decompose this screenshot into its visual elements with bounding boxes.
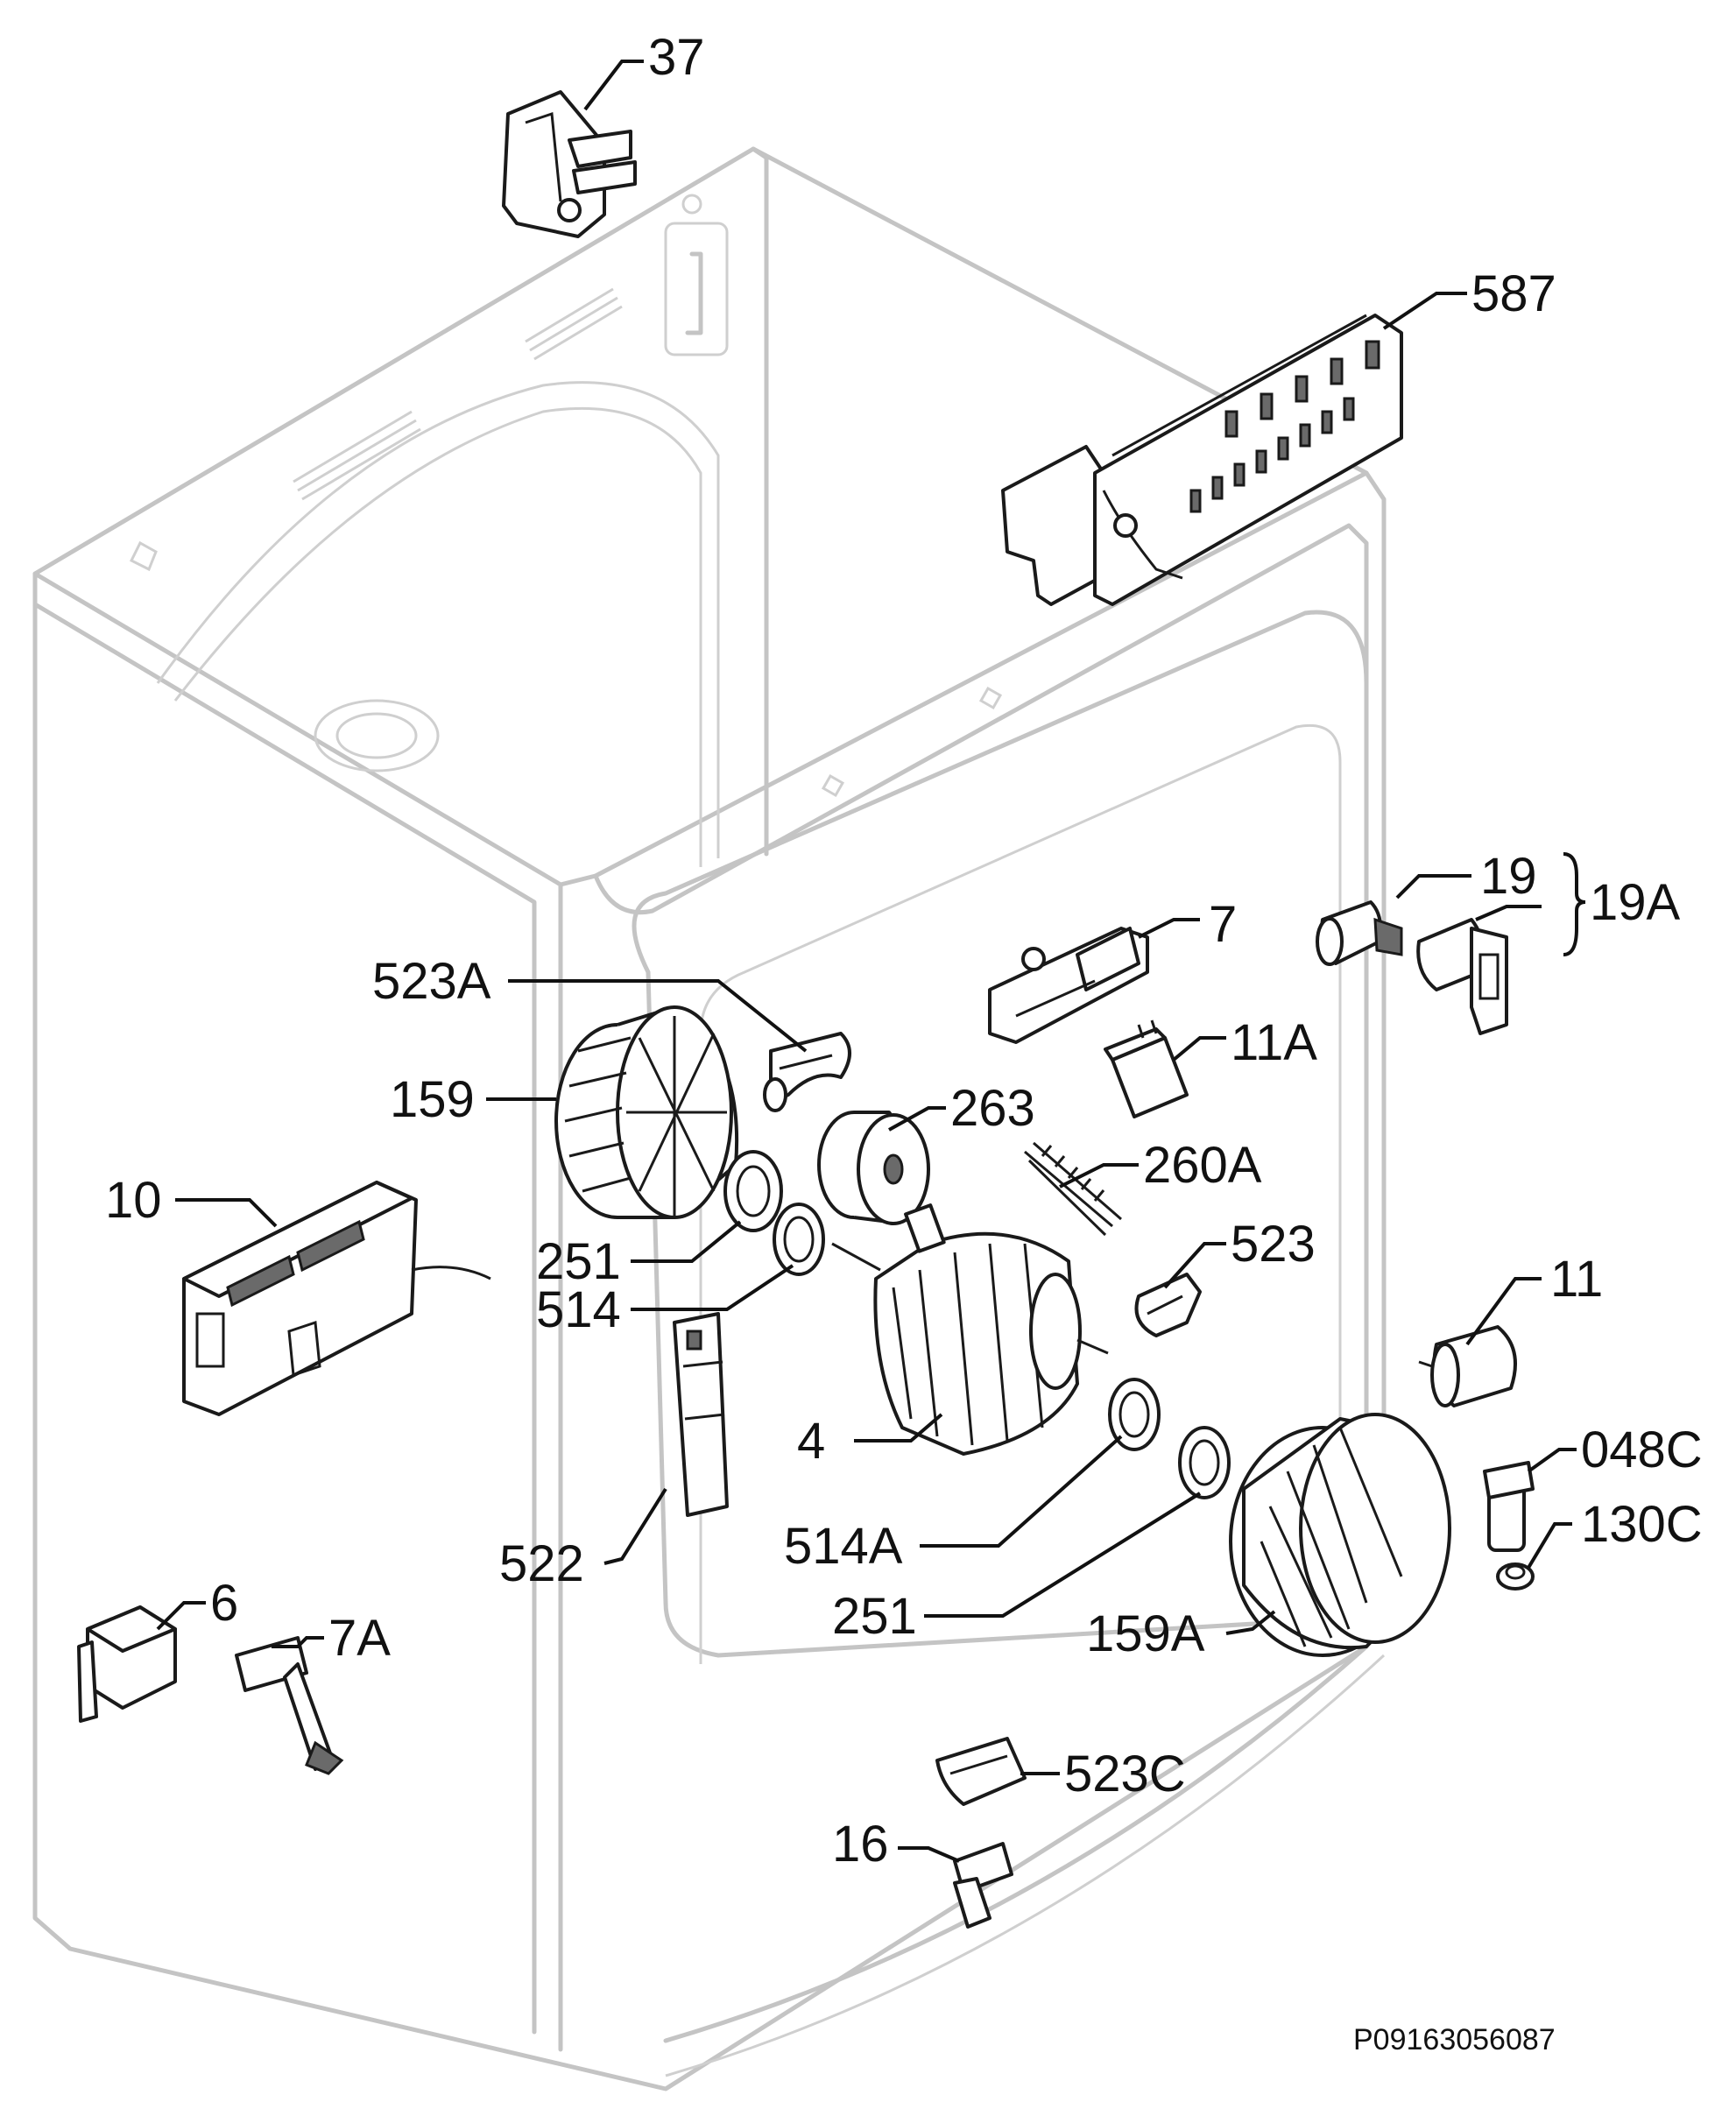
label-37: 37 bbox=[648, 29, 705, 86]
part-11-drawing bbox=[1418, 1325, 1517, 1407]
part-6-drawing bbox=[77, 1605, 177, 1723]
part-263-drawing bbox=[817, 1111, 930, 1225]
label-251b: 251 bbox=[832, 1588, 917, 1645]
label-523C: 523C bbox=[1064, 1746, 1186, 1802]
part-11A-drawing bbox=[1104, 1019, 1189, 1118]
part-514A-drawing bbox=[1108, 1378, 1161, 1451]
part-587-drawing bbox=[1001, 314, 1403, 606]
part-labels: 37 587 19 19A 7 523A 11A 159 263 260A 10… bbox=[105, 29, 1703, 1873]
label-159A: 159A bbox=[1086, 1605, 1205, 1662]
label-7: 7 bbox=[1209, 896, 1237, 953]
label-523A: 523A bbox=[372, 953, 491, 1010]
label-130C: 130C bbox=[1581, 1496, 1703, 1553]
label-048C: 048C bbox=[1581, 1421, 1703, 1478]
label-19: 19 bbox=[1480, 848, 1537, 905]
part-19-holder-drawing bbox=[1416, 918, 1508, 1035]
label-522: 522 bbox=[499, 1535, 584, 1592]
part-159A-drawing bbox=[1229, 1413, 1451, 1657]
label-514: 514 bbox=[536, 1281, 621, 1338]
part-048C-drawing bbox=[1483, 1461, 1535, 1552]
label-263: 263 bbox=[950, 1080, 1035, 1137]
label-514A: 514A bbox=[784, 1518, 903, 1575]
cabinet-outline bbox=[32, 146, 1387, 2091]
part-251a-drawing bbox=[723, 1150, 783, 1232]
part-251b-drawing bbox=[1178, 1426, 1231, 1499]
label-260A: 260A bbox=[1143, 1137, 1262, 1194]
leader-lines bbox=[156, 60, 1586, 1863]
part-7A-drawing bbox=[235, 1636, 344, 1775]
label-10: 10 bbox=[105, 1172, 162, 1229]
part-130C-drawing bbox=[1496, 1562, 1535, 1591]
part-7-drawing bbox=[988, 927, 1149, 1044]
label-16: 16 bbox=[832, 1816, 889, 1873]
part-523-drawing bbox=[1134, 1273, 1202, 1337]
part-10-drawing bbox=[182, 1181, 491, 1416]
label-6: 6 bbox=[210, 1575, 238, 1632]
label-523: 523 bbox=[1231, 1216, 1316, 1273]
label-11: 11 bbox=[1550, 1251, 1603, 1308]
label-7A: 7A bbox=[328, 1610, 391, 1667]
part-19-drawing bbox=[1316, 900, 1403, 966]
part-514-drawing bbox=[773, 1203, 825, 1276]
label-11A: 11A bbox=[1231, 1014, 1317, 1071]
part-159-drawing bbox=[554, 1005, 739, 1219]
part-16-drawing bbox=[953, 1842, 1013, 1929]
label-19A: 19A bbox=[1590, 874, 1681, 931]
part-523A-drawing bbox=[763, 1032, 851, 1112]
drawing-code: P09163056087 bbox=[1353, 2023, 1556, 2056]
label-159: 159 bbox=[390, 1071, 475, 1128]
part-4-drawing bbox=[831, 1203, 1109, 1456]
label-587: 587 bbox=[1471, 265, 1556, 322]
part-522-drawing bbox=[673, 1312, 729, 1517]
part-37-drawing bbox=[502, 90, 637, 238]
label-4: 4 bbox=[797, 1413, 825, 1470]
part-523C-drawing bbox=[935, 1737, 1027, 1806]
label-251a: 251 bbox=[536, 1233, 621, 1290]
part-260A-drawing bbox=[1024, 1141, 1122, 1237]
